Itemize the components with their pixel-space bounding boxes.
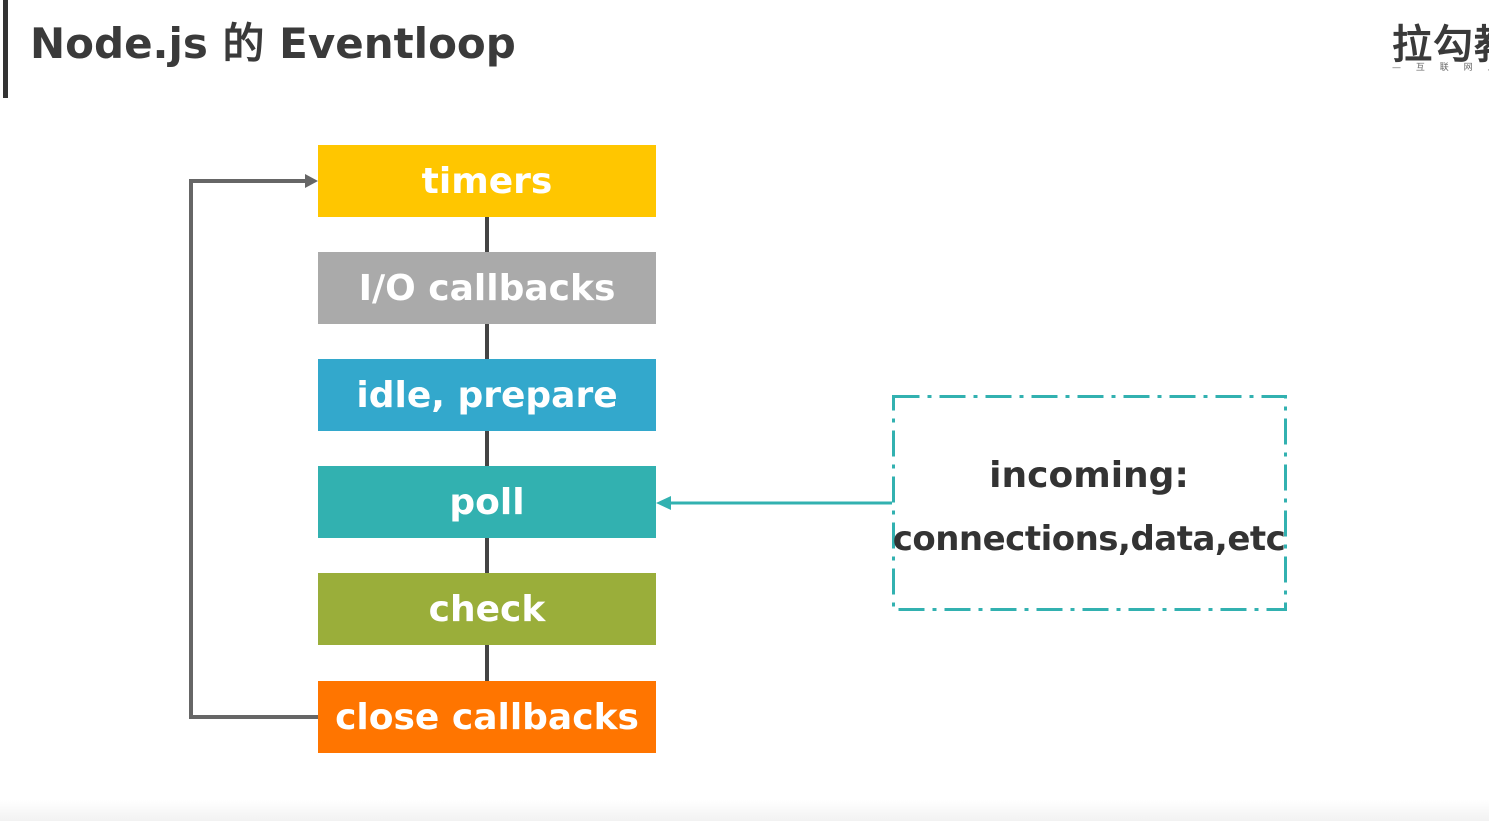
incoming-items: connections,data,etc	[892, 519, 1286, 559]
loop-back-line	[189, 179, 318, 719]
loop-back-arrowhead	[305, 174, 318, 188]
connector-io-idle	[485, 324, 489, 360]
phase-close-callbacks: close callbacks	[318, 681, 656, 753]
phase-timers: timers	[318, 145, 656, 217]
brand-logo: 拉勾教 — 互 联 网 人 实	[1392, 12, 1489, 74]
phase-poll: poll	[318, 466, 656, 538]
phase-io-callbacks: I/O callbacks	[318, 252, 656, 324]
phase-check: check	[318, 573, 656, 645]
incoming-box: incoming: connections,data,etc	[892, 395, 1286, 611]
incoming-title: incoming:	[989, 455, 1189, 496]
connector-idle-poll	[485, 431, 489, 467]
logo-text: 拉勾教	[1392, 22, 1489, 68]
incoming-arrowhead	[656, 496, 671, 510]
phase-idle-prepare: idle, prepare	[318, 359, 656, 431]
page-title: Node.js 的 Eventloop	[30, 19, 516, 68]
bottom-shade	[0, 800, 1489, 821]
logo-subtext: — 互 联 网 人 实	[1392, 63, 1489, 73]
connector-timers-io	[485, 217, 489, 253]
connector-poll-check	[485, 538, 489, 574]
title-accent-bar	[3, 0, 8, 98]
connector-check-close	[485, 645, 489, 681]
